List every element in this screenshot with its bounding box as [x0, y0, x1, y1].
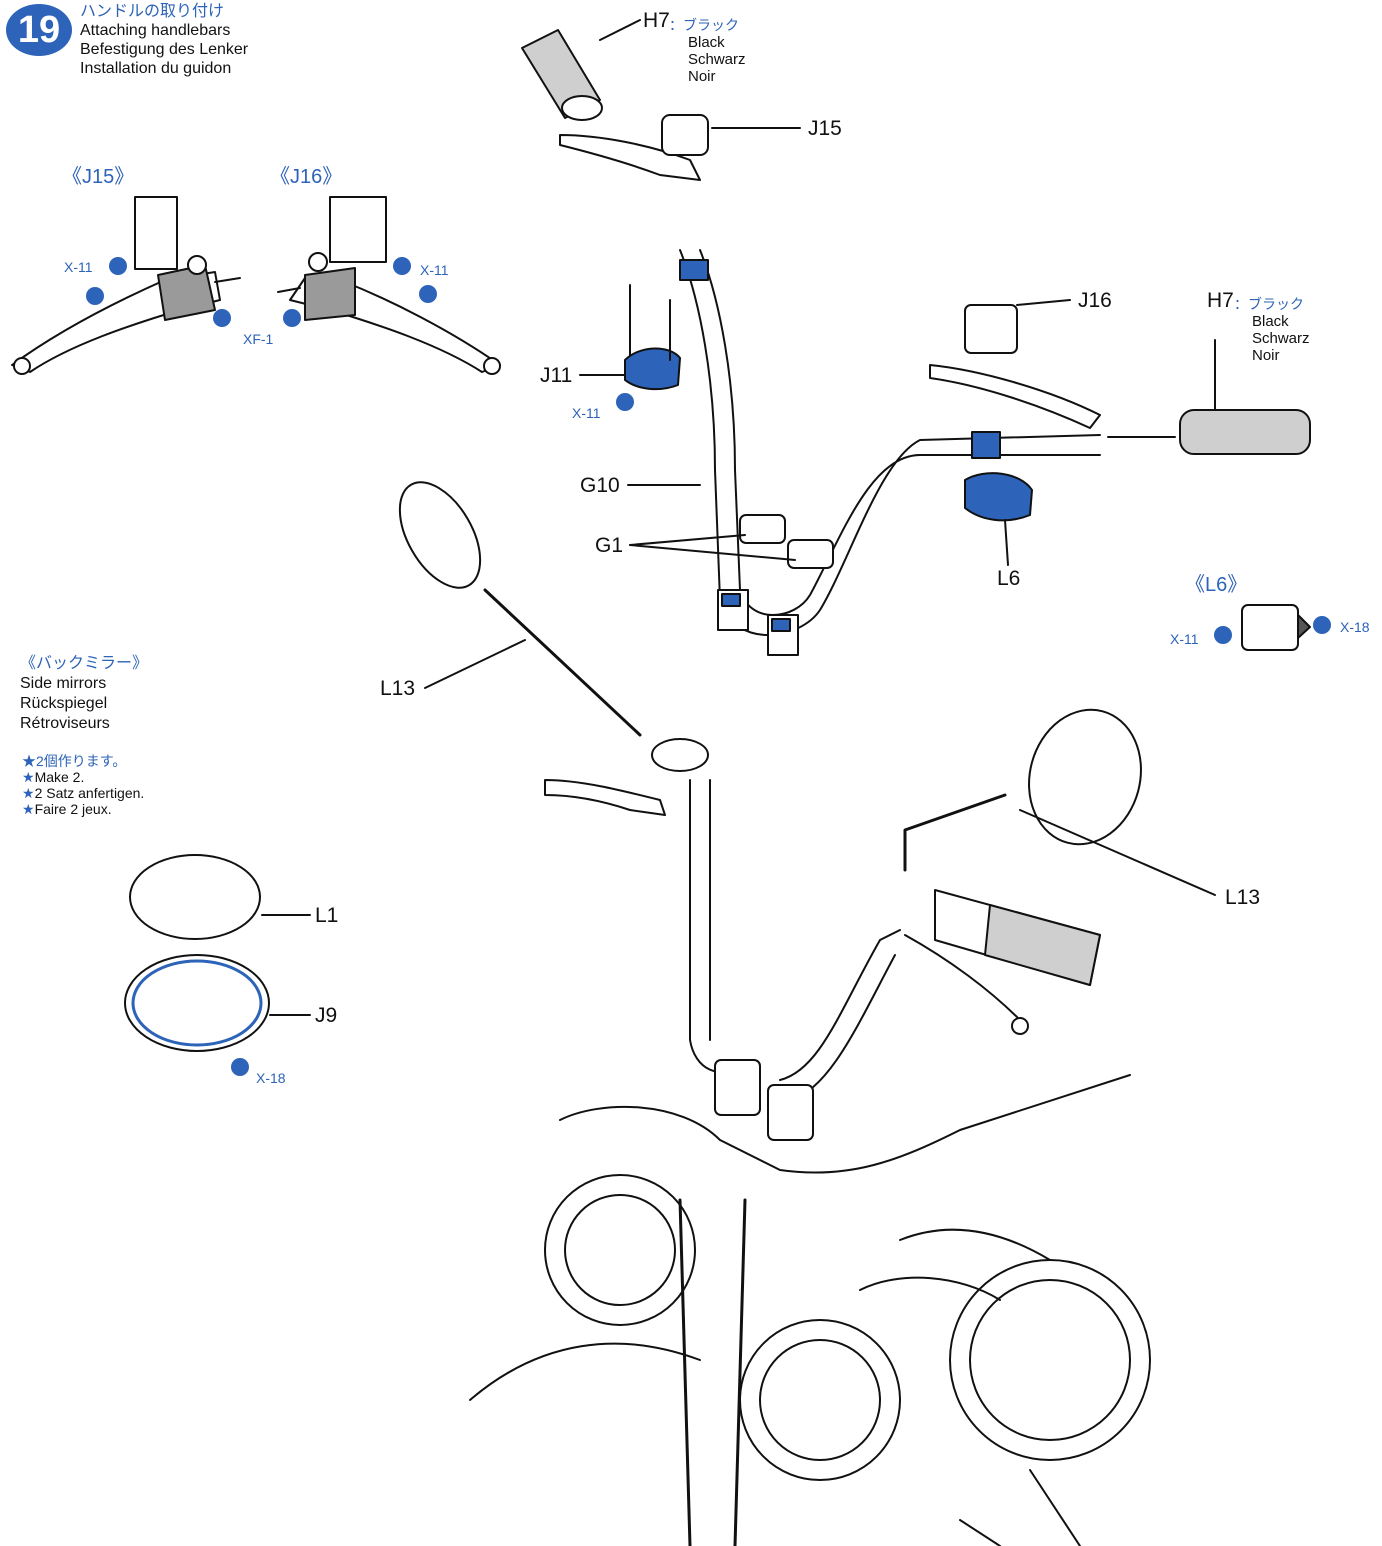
paint-label-xf1: XF-1: [243, 331, 274, 347]
note-de: ★2 Satz anfertigen.: [22, 785, 145, 801]
step-title-block: ハンドルの取り付け Attaching handlebars Befestigu…: [80, 2, 248, 78]
paint-label-x18: X-18: [256, 1070, 286, 1086]
j16-lever-detail: [277, 196, 501, 375]
mirror-right: [903, 708, 1216, 896]
l6-switch: [964, 472, 1033, 566]
color-jp-black: ：ブラック: [1234, 296, 1304, 312]
paint-label-x11: X-11: [64, 259, 93, 275]
star-icon: ★: [22, 769, 35, 785]
step-title-jp: ハンドルの取り付け: [80, 3, 225, 20]
part-label-l6: L6: [997, 567, 1021, 590]
part-label-g1: G1: [595, 534, 624, 557]
sub-header-j16: 《J16》: [270, 166, 343, 188]
color-fr: Noir: [1252, 347, 1280, 364]
j11-clamp: [579, 284, 681, 391]
mirrors-fr: Rétroviseurs: [20, 715, 110, 732]
mirrors-en: Side mirrors: [20, 675, 107, 692]
note-en: ★Make 2.: [22, 769, 85, 785]
handlebar-g10: [627, 249, 1101, 636]
step-title-de: Befestigung des Lenker: [80, 41, 249, 58]
part-label-h7: H7: [1207, 289, 1234, 312]
star-icon: ★: [22, 785, 35, 801]
step-number-badge: 19: [6, 4, 72, 56]
g1-clamps: [629, 514, 834, 656]
step-title-en: Attaching handlebars: [80, 22, 231, 39]
j15-main-lever: [559, 114, 801, 181]
paint-label-x18: X-18: [1340, 619, 1370, 635]
part-label-l13: L13: [380, 677, 416, 700]
make-two-notes: ★2個作ります。 ★Make 2. ★2 Satz anfertigen. ★F…: [22, 753, 144, 817]
mirrors-jp: 《バックミラー》: [20, 655, 149, 672]
lower-right-grip: [904, 889, 1101, 1035]
step-title-fr: Installation du guidon: [80, 60, 232, 77]
j16-main-lever: [929, 299, 1101, 429]
star-icon: ★: [22, 753, 36, 769]
part-label-l13: L13: [1225, 886, 1261, 909]
part-label-l1: L1: [315, 904, 339, 927]
part-label-g10: G10: [580, 474, 620, 497]
paint-label-x11: X-11: [572, 405, 601, 421]
paint-markers: [86, 257, 1331, 1076]
j15-lever-detail: [11, 196, 241, 375]
l6-detail: [1241, 604, 1311, 651]
color-de: Schwarz: [688, 51, 746, 68]
paint-label-x11: X-11: [420, 262, 449, 278]
note-jp: ★2個作ります。: [22, 753, 127, 769]
color-jp-black: ：ブラック: [669, 17, 739, 33]
mirrors-header: 《バックミラー》 Side mirrors Rückspiegel Rétrov…: [20, 654, 148, 734]
mirror-left: [398, 481, 642, 737]
color-fr: Noir: [688, 68, 716, 85]
star-icon: ★: [22, 801, 35, 817]
lower-handlebar: [544, 738, 901, 1141]
part-label-j16: J16: [1078, 289, 1112, 312]
note-fr: ★Faire 2 jeux.: [22, 801, 112, 817]
paint-label-x11: X-11: [1170, 631, 1199, 647]
part-label-j9: J9: [315, 1004, 338, 1027]
sub-header-j15: 《J15》: [62, 166, 135, 188]
top-grip-h7: [521, 19, 641, 121]
right-grip-h7: [1107, 339, 1311, 455]
color-en: Black: [1252, 313, 1289, 330]
color-de: Schwarz: [1252, 330, 1310, 347]
color-en: Black: [688, 34, 725, 51]
part-label-j11: J11: [540, 364, 573, 387]
frame-engine-outline: [469, 1074, 1151, 1546]
mirror-detail: [124, 854, 311, 1052]
part-label-j15: J15: [808, 117, 842, 140]
part-label-h7: H7: [643, 9, 670, 32]
sub-header-l6: 《L6》: [1185, 574, 1248, 596]
mirrors-de: Rückspiegel: [20, 695, 108, 712]
